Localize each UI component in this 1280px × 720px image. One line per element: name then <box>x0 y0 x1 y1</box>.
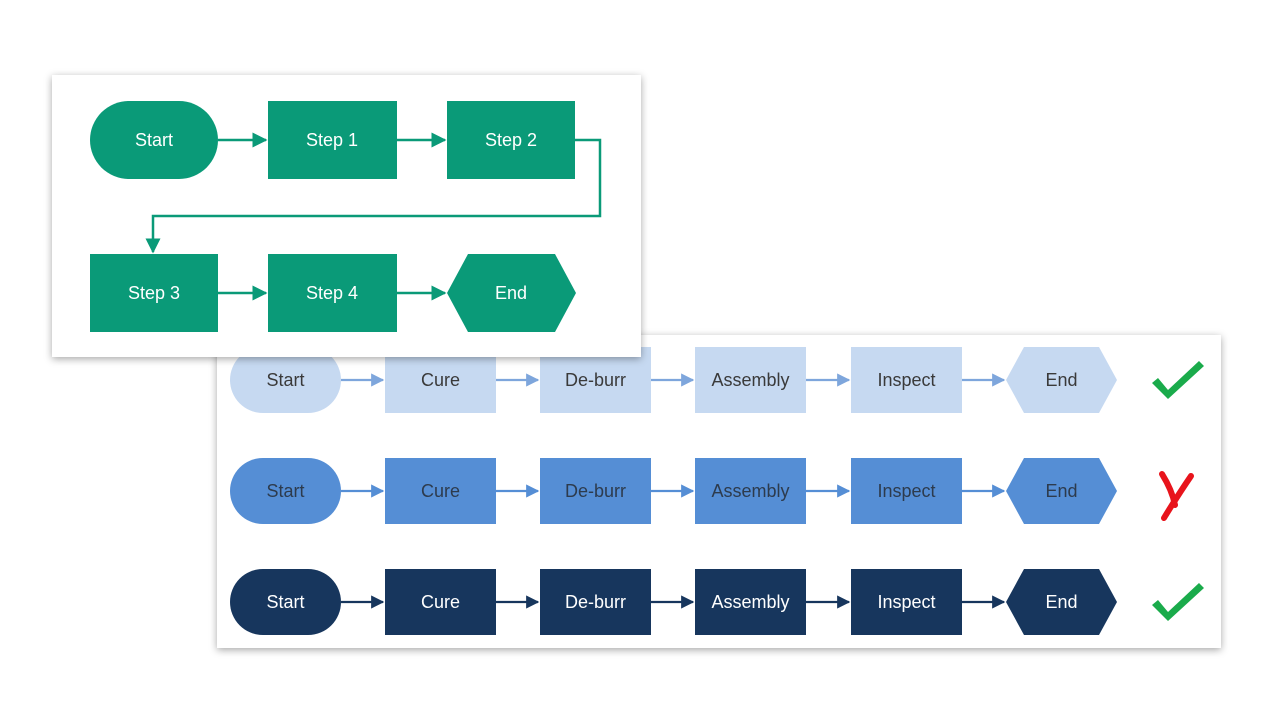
row-process-box <box>695 347 806 413</box>
connector-step2-step3 <box>145 138 602 254</box>
row-process-box <box>851 458 962 524</box>
row-process-box <box>385 458 496 524</box>
step1-box <box>268 101 397 179</box>
row-node-label: Cure <box>421 481 460 501</box>
teal-flow-panel: Start Step 1 Step 2 Step 3 Step 4 End <box>52 75 641 357</box>
check-icon <box>1152 361 1204 399</box>
row-node-label: Assembly <box>711 592 789 612</box>
flow-row-dark: Start Cure De-burr Assembly Inspect End <box>230 569 1204 635</box>
row-node-label: Inspect <box>877 370 935 390</box>
step2-label: Step 2 <box>485 130 537 150</box>
row-process-box <box>851 569 962 635</box>
row-node-label: End <box>1045 592 1077 612</box>
row-node-label: Start <box>266 592 304 612</box>
row-process-box <box>385 569 496 635</box>
row-node-label: Inspect <box>877 592 935 612</box>
row-end-hexagon <box>1006 347 1117 413</box>
row-process-box <box>540 347 651 413</box>
step4-label: Step 4 <box>306 283 358 303</box>
row-end-hexagon <box>1006 458 1117 524</box>
start-terminator <box>90 101 218 179</box>
row-process-box <box>851 347 962 413</box>
end-label: End <box>495 283 527 303</box>
row-process-box <box>385 347 496 413</box>
step3-label: Step 3 <box>128 283 180 303</box>
row-node-label: End <box>1045 370 1077 390</box>
row-node-label: Assembly <box>711 481 789 501</box>
step2-box <box>447 101 575 179</box>
row-node-label: De-burr <box>565 370 626 390</box>
row-end-hexagon <box>1006 569 1117 635</box>
row-process-box <box>695 569 806 635</box>
end-hexagon <box>447 254 576 332</box>
check-icon <box>1152 583 1204 621</box>
row-start-terminator <box>230 458 341 524</box>
row-process-box <box>540 569 651 635</box>
row-node-label: De-burr <box>565 481 626 501</box>
cross-icon <box>1159 471 1194 521</box>
row-node-label: Start <box>266 370 304 390</box>
start-label: Start <box>135 130 173 150</box>
row-node-label: Inspect <box>877 481 935 501</box>
step3-box <box>90 254 218 332</box>
row-process-box <box>695 458 806 524</box>
step1-label: Step 1 <box>306 130 358 150</box>
step4-box <box>268 254 397 332</box>
row-node-label: Start <box>266 481 304 501</box>
row-node-label: Cure <box>421 370 460 390</box>
flow-row-mid: Start Cure De-burr Assembly Inspect End <box>230 458 1194 524</box>
row-start-terminator <box>230 569 341 635</box>
row-node-label: Cure <box>421 592 460 612</box>
row-node-label: End <box>1045 481 1077 501</box>
flow-row-light: Start Cure De-burr Assembly Inspect End <box>230 347 1204 413</box>
row-node-label: De-burr <box>565 592 626 612</box>
row-process-box <box>540 458 651 524</box>
row-node-label: Assembly <box>711 370 789 390</box>
row-start-terminator <box>230 347 341 413</box>
